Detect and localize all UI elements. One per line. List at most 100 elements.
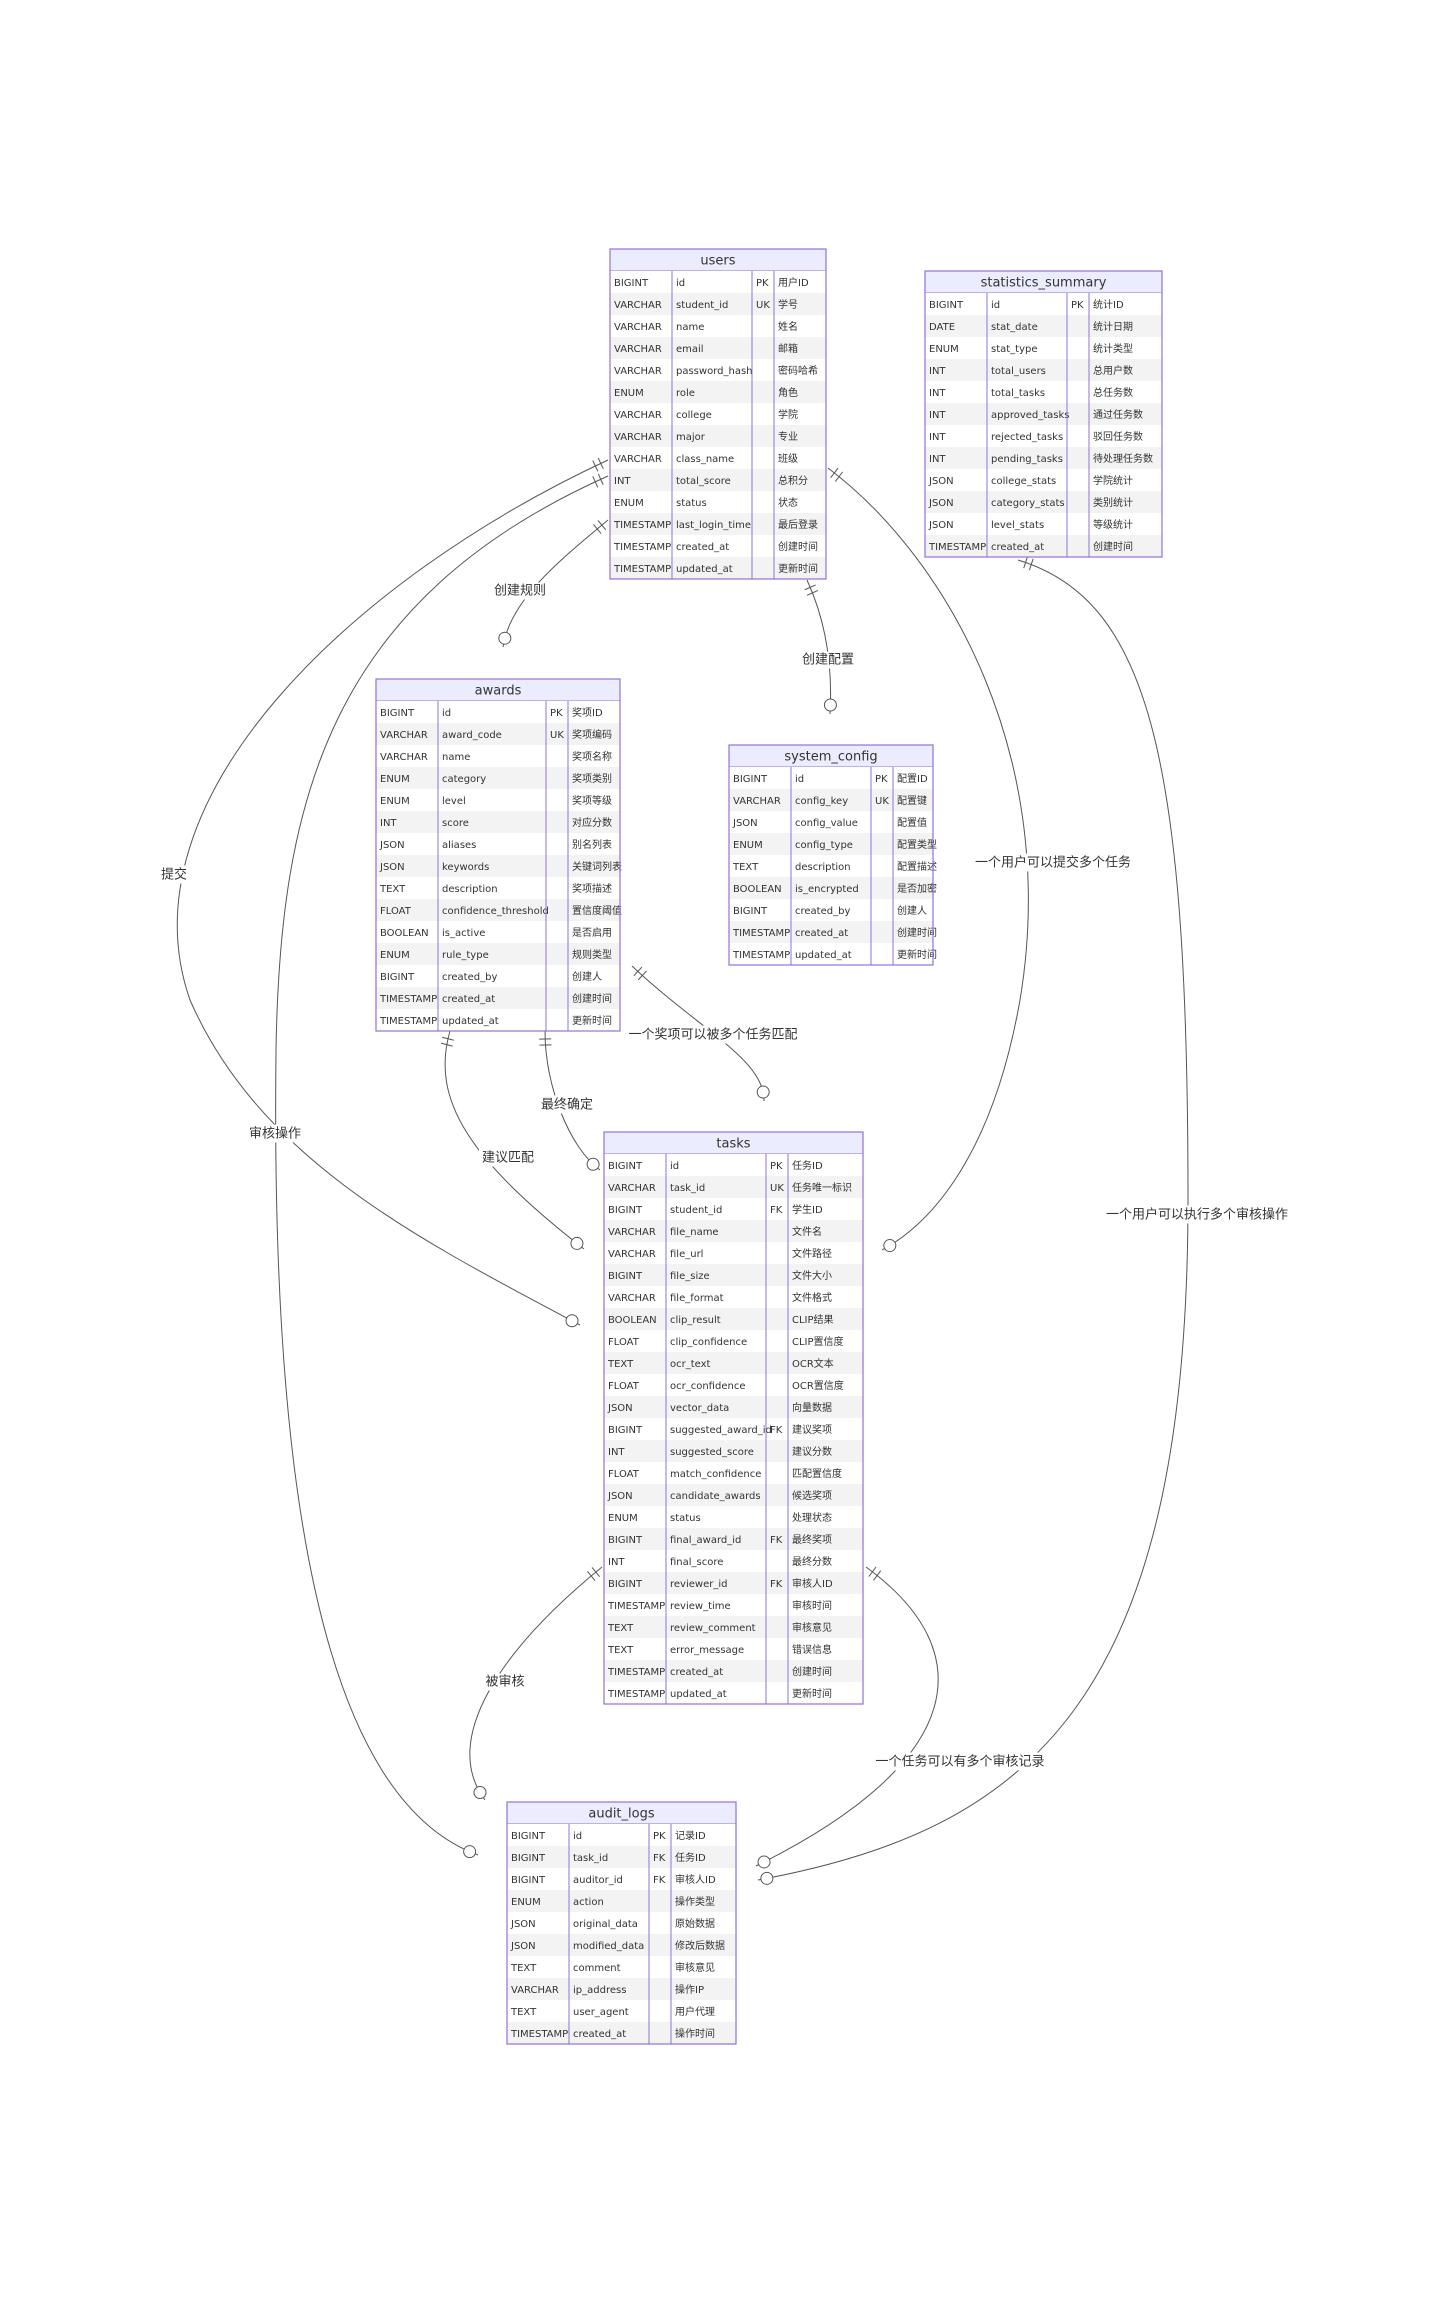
- attribute-type: TEXT: [510, 1963, 537, 1974]
- attribute-comment: 待处理任务数: [1093, 452, 1153, 465]
- one-only-marker: [593, 524, 602, 534]
- attribute-row-bg: [376, 833, 620, 855]
- attribute-name: description: [795, 862, 851, 873]
- attribute-comment: 最终分数: [792, 1555, 832, 1568]
- attribute-name: is_encrypted: [795, 884, 859, 895]
- attribute-type: INT: [614, 476, 631, 487]
- attribute-row-bg: [604, 1396, 863, 1418]
- attribute-name: review_time: [670, 1601, 731, 1612]
- attribute-comment: 原始数据: [675, 1917, 715, 1930]
- attribute-key: PK: [1071, 300, 1084, 311]
- attribute-row-bg: [925, 359, 1162, 381]
- zero-or-more-marker: [756, 1085, 770, 1099]
- attribute-comment: 姓名: [778, 320, 798, 333]
- attribute-name: updated_at: [676, 564, 733, 575]
- attribute-type: VARCHAR: [614, 322, 662, 333]
- attribute-row-bg: [507, 2000, 736, 2022]
- zero-or-more-marker: [586, 1157, 600, 1171]
- attribute-comment: 创建时间: [1093, 540, 1133, 553]
- attribute-type: INT: [380, 818, 397, 829]
- relationship-label-bg: [245, 1124, 305, 1143]
- attribute-row-bg: [925, 447, 1162, 469]
- attribute-comment: 密码哈希: [778, 364, 818, 377]
- attribute-row-bg: [729, 767, 933, 789]
- attribute-name: ocr_confidence: [670, 1381, 745, 1392]
- attribute-comment: 审核意见: [675, 1961, 715, 1974]
- attribute-name: suggested_score: [670, 1447, 754, 1458]
- attribute-type: VARCHAR: [614, 410, 662, 421]
- relationship-line-users-tasks-submit: [176, 459, 609, 1326]
- attribute-comment: 任务ID: [675, 1851, 706, 1864]
- attribute-comment: 配置描述: [897, 860, 937, 873]
- relationship-label-bg: [490, 582, 550, 600]
- attribute-key: FK: [653, 1875, 666, 1886]
- attribute-name: stat_type: [991, 344, 1038, 355]
- attribute-comment: 奖项描述: [572, 882, 612, 895]
- attribute-key: FK: [770, 1205, 783, 1216]
- attribute-row-bg: [376, 767, 620, 789]
- entity-name: tasks: [716, 1137, 750, 1152]
- attribute-comment: 创建人: [897, 904, 927, 917]
- attribute-key: UK: [875, 796, 889, 807]
- attribute-type: BIGINT: [608, 1205, 643, 1216]
- attribute-comment: 专业: [778, 430, 798, 443]
- attribute-row-bg: [507, 1890, 736, 1912]
- attribute-type: VARCHAR: [380, 752, 428, 763]
- attribute-comment: 审核时间: [792, 1599, 832, 1612]
- attribute-comment: 操作IP: [675, 1983, 704, 1996]
- relationship-label-bg: [157, 865, 191, 884]
- attribute-name: award_code: [442, 730, 502, 741]
- attribute-name: created_at: [991, 542, 1044, 553]
- relationship-line-users-tasks-review: [827, 467, 1029, 1251]
- attribute-comment: 角色: [778, 386, 798, 399]
- attribute-row-bg: [604, 1308, 863, 1330]
- attribute-comment: 建议分数: [792, 1445, 832, 1458]
- attribute-comment: 学生ID: [792, 1203, 823, 1216]
- attribute-row-bg: [376, 789, 620, 811]
- attribute-row-bg: [604, 1374, 863, 1396]
- attribute-name: error_message: [670, 1645, 744, 1656]
- attribute-row-bg: [376, 987, 620, 1009]
- attribute-type: ENUM: [614, 388, 644, 399]
- zero-or-more-marker: [883, 1239, 897, 1253]
- attribute-type: ENUM: [380, 796, 410, 807]
- attribute-comment: 操作时间: [675, 2027, 715, 2040]
- relationship-label-text: 被审核: [485, 1675, 524, 1690]
- attribute-comment: 别名列表: [572, 838, 612, 851]
- attribute-row-bg: [604, 1242, 863, 1264]
- attribute-name: aliases: [442, 840, 476, 851]
- attribute-name: status: [676, 498, 707, 509]
- attribute-comment: 是否加密: [897, 882, 937, 895]
- attribute-name: college_stats: [991, 476, 1056, 487]
- attribute-comment: 学院: [778, 408, 798, 421]
- attribute-comment: 创建人: [572, 970, 602, 983]
- attribute-name: reviewer_id: [670, 1579, 727, 1590]
- attribute-type: TIMESTAMP: [510, 2029, 568, 2040]
- attribute-name: description: [442, 884, 498, 895]
- one-only-marker: [442, 1036, 454, 1041]
- attribute-type: INT: [929, 432, 946, 443]
- attribute-name: level_stats: [991, 520, 1044, 531]
- attribute-type: FLOAT: [608, 1469, 640, 1480]
- attribute-type: TEXT: [607, 1623, 634, 1634]
- attribute-type: VARCHAR: [608, 1227, 656, 1238]
